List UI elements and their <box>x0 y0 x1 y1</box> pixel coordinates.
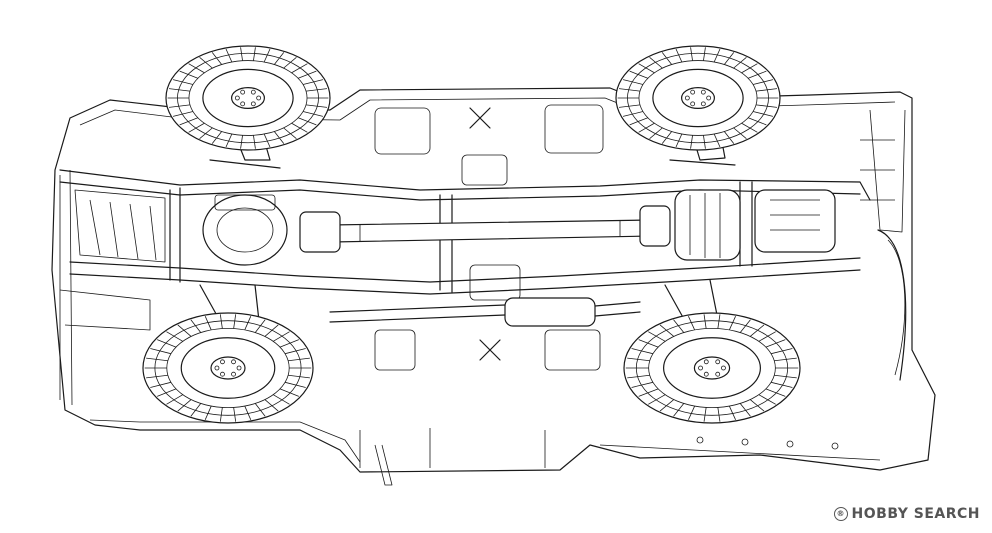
wheels-group <box>142 45 801 424</box>
watermark-text: HOBBY SEARCH <box>851 506 980 522</box>
body-outline <box>51 87 936 473</box>
rear-right-tire <box>142 312 314 424</box>
rear-panel <box>59 189 166 331</box>
hobby-search-logo-icon: ® <box>833 507 848 521</box>
front-left-tire <box>615 45 781 151</box>
floor-panels <box>374 104 604 371</box>
exhaust-muffler <box>329 297 641 327</box>
spare-wheel <box>877 229 907 381</box>
watermark: ® HOBBY SEARCH <box>833 505 980 523</box>
front-right-tire <box>623 312 801 424</box>
rear-differential <box>202 194 288 266</box>
rear-left-tire <box>165 45 331 151</box>
door-details <box>374 436 839 486</box>
transfer-case <box>674 189 836 261</box>
drive-shaft <box>299 205 671 253</box>
